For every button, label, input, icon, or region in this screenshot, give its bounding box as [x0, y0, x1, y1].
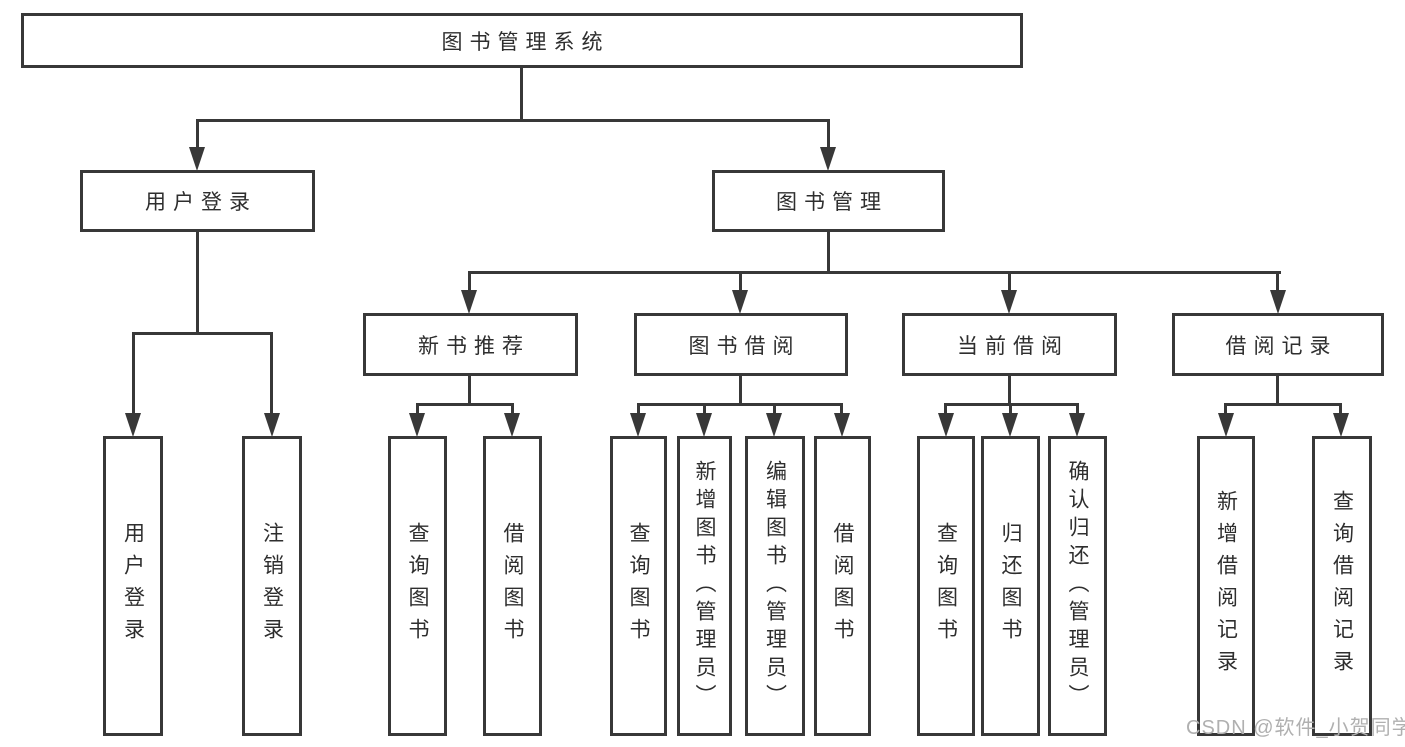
node-leaf-current-confirm-return-admin-label: 确认归还（管理员）	[1066, 460, 1089, 712]
node-leaf-records-query-record-label: 查询借阅记录	[1330, 490, 1354, 682]
node-book-management: 图书管理	[712, 170, 945, 232]
connector-line	[1339, 403, 1342, 415]
arrow-down-icon	[820, 147, 836, 171]
connector-line	[703, 403, 706, 415]
node-leaf-current-query-books: 查询图书	[917, 436, 975, 736]
connector-line	[196, 119, 830, 122]
arrow-down-icon	[1002, 413, 1018, 437]
node-new-book-recommend-label: 新书推荐	[418, 334, 530, 358]
connector-line	[1076, 403, 1079, 415]
arrow-down-icon	[409, 413, 425, 437]
arrow-down-icon	[696, 413, 712, 437]
node-book-borrow-label: 图书借阅	[688, 334, 801, 358]
node-leaf-recommend-borrow-books-label: 借阅图书	[501, 522, 524, 650]
arrow-down-icon	[630, 413, 646, 437]
node-root: 图书管理系统	[21, 13, 1023, 68]
connector-line	[739, 376, 742, 405]
arrow-down-icon	[732, 290, 748, 314]
connector-line	[520, 68, 523, 121]
node-user-login-label: 用户登录	[145, 191, 257, 214]
node-leaf-user-login-label: 用户登录	[121, 522, 145, 650]
arrow-down-icon	[504, 413, 520, 437]
node-leaf-borrow-query-books: 查询图书	[610, 436, 667, 736]
connector-line	[637, 403, 843, 406]
connector-line	[468, 271, 471, 292]
node-leaf-borrow-add-books-admin-label: 新增图书（管理员）	[693, 460, 716, 712]
connector-line	[773, 403, 776, 415]
node-leaf-borrow-edit-books-admin: 编辑图书（管理员）	[745, 436, 805, 736]
arrow-down-icon	[1069, 413, 1085, 437]
connector-line	[270, 332, 273, 416]
connector-line	[1009, 403, 1012, 415]
arrow-down-icon	[264, 413, 280, 437]
node-root-label: 图书管理系统	[441, 30, 610, 54]
connector-line	[1276, 271, 1279, 292]
node-leaf-user-login: 用户登录	[103, 436, 163, 736]
node-leaf-current-confirm-return-admin: 确认归还（管理员）	[1048, 436, 1107, 736]
node-leaf-current-return-books: 归还图书	[981, 436, 1040, 736]
node-leaf-recommend-query-books: 查询图书	[388, 436, 447, 736]
arrow-down-icon	[938, 413, 954, 437]
arrow-down-icon	[834, 413, 850, 437]
node-leaf-logout: 注销登录	[242, 436, 302, 736]
node-leaf-records-add-record-label: 新增借阅记录	[1214, 490, 1238, 682]
arrow-down-icon	[1001, 290, 1017, 314]
node-leaf-borrow-add-books-admin: 新增图书（管理员）	[677, 436, 732, 736]
arrow-down-icon	[1218, 413, 1234, 437]
node-leaf-borrow-edit-books-admin-label: 编辑图书（管理员）	[763, 460, 787, 712]
node-leaf-logout-label: 注销登录	[260, 522, 284, 650]
arrow-down-icon	[461, 290, 477, 314]
connector-line	[944, 403, 947, 415]
node-borrow-records-label: 借阅记录	[1225, 334, 1338, 358]
node-borrow-records: 借阅记录	[1172, 313, 1384, 376]
node-leaf-records-add-record: 新增借阅记录	[1197, 436, 1255, 736]
watermark: CSDN @软件_小贺同学	[1186, 717, 1405, 739]
connector-line	[827, 119, 830, 150]
connector-line	[637, 403, 640, 415]
connector-line	[1008, 271, 1011, 292]
connector-line	[1224, 403, 1342, 406]
node-current-borrow-label: 当前借阅	[957, 334, 1069, 358]
connector-line	[416, 403, 514, 406]
node-leaf-borrow-query-books-label: 查询图书	[627, 522, 650, 650]
connector-line	[468, 271, 1281, 274]
node-leaf-recommend-borrow-books: 借阅图书	[483, 436, 542, 736]
arrow-down-icon	[1333, 413, 1349, 437]
connector-line	[468, 376, 471, 405]
connector-line	[196, 232, 199, 334]
node-book-management-label: 图书管理	[776, 191, 888, 214]
connector-line	[416, 403, 419, 415]
node-current-borrow: 当前借阅	[902, 313, 1117, 376]
arrow-down-icon	[125, 413, 141, 437]
node-leaf-borrow-borrow-books: 借阅图书	[814, 436, 871, 736]
arrow-down-icon	[766, 413, 782, 437]
node-leaf-current-return-books-label: 归还图书	[999, 522, 1022, 650]
connector-line	[1008, 376, 1011, 405]
node-leaf-records-query-record: 查询借阅记录	[1312, 436, 1372, 736]
node-user-login: 用户登录	[80, 170, 315, 232]
arrow-down-icon	[189, 147, 205, 171]
connector-line	[196, 119, 199, 150]
arrow-down-icon	[1270, 290, 1286, 314]
connector-line	[739, 271, 742, 292]
connector-line	[511, 403, 514, 415]
node-book-borrow: 图书借阅	[634, 313, 848, 376]
node-leaf-current-query-books-label: 查询图书	[934, 522, 958, 650]
connector-line	[1276, 376, 1279, 405]
connector-line	[132, 332, 273, 335]
node-new-book-recommend: 新书推荐	[363, 313, 578, 376]
node-leaf-recommend-query-books-label: 查询图书	[406, 522, 429, 650]
connector-line	[827, 232, 830, 273]
connector-line	[1224, 403, 1227, 415]
node-leaf-borrow-borrow-books-label: 借阅图书	[831, 522, 854, 650]
connector-line	[132, 332, 135, 416]
connector-line	[840, 403, 843, 415]
